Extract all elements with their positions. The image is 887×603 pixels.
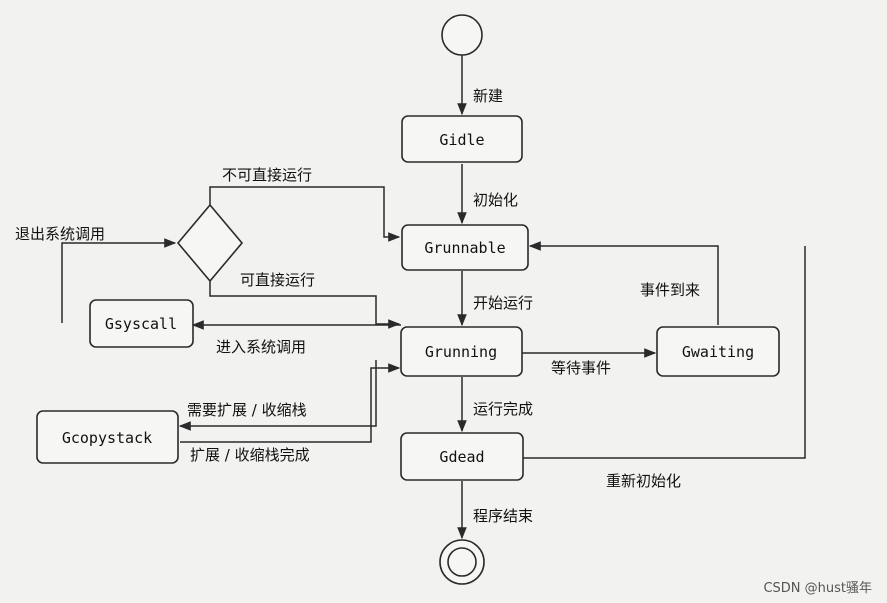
state-gcopystack-label: Gcopystack <box>62 429 152 447</box>
state-gdead: Gdead <box>400 432 524 481</box>
label-event-arrived: 事件到来 <box>640 281 700 299</box>
state-gsyscall: Gsyscall <box>89 299 194 348</box>
state-grunning-label: Grunning <box>425 343 497 361</box>
label-run-done: 运行完成 <box>473 400 533 418</box>
decision-node <box>176 203 244 283</box>
edge-reinit <box>523 246 806 459</box>
label-reinit: 重新初始化 <box>606 472 681 490</box>
label-grow-shrink-done: 扩展 / 收缩栈完成 <box>190 446 310 464</box>
label-can-run-directly: 可直接运行 <box>240 271 315 289</box>
label-start-run: 开始运行 <box>473 294 533 312</box>
edge-grow-shrink-done <box>180 363 401 443</box>
label-enter-syscall: 进入系统调用 <box>216 338 306 356</box>
state-gidle-label: Gidle <box>439 131 484 149</box>
state-gcopystack: Gcopystack <box>36 410 179 464</box>
label-cannot-run-directly: 不可直接运行 <box>222 166 312 184</box>
edge-cannot-run-directly <box>209 186 401 242</box>
edge-exit-syscall <box>61 238 177 323</box>
watermark: CSDN @hust骚年 <box>763 581 872 596</box>
final-node <box>439 539 485 585</box>
edge-can-run-directly <box>209 281 401 329</box>
state-gdead-label: Gdead <box>439 448 484 466</box>
state-grunnable: Grunnable <box>401 224 529 271</box>
label-exit-syscall: 退出系统调用 <box>15 225 105 243</box>
state-gwaiting-label: Gwaiting <box>682 343 754 361</box>
label-program-end: 程序结束 <box>473 507 533 525</box>
initial-node <box>441 14 483 56</box>
label-need-grow-shrink: 需要扩展 / 收缩栈 <box>187 401 307 419</box>
edge-need-grow-shrink <box>178 360 377 431</box>
state-gsyscall-label: Gsyscall <box>105 315 177 333</box>
state-grunning: Grunning <box>400 326 523 377</box>
state-gwaiting: Gwaiting <box>656 326 780 377</box>
state-gidle: Gidle <box>401 115 523 163</box>
edge-event-arrived <box>528 241 719 325</box>
label-init: 初始化 <box>473 191 518 209</box>
label-wait-event: 等待事件 <box>551 359 611 377</box>
state-grunnable-label: Grunnable <box>424 239 505 257</box>
label-new: 新建 <box>473 87 503 105</box>
